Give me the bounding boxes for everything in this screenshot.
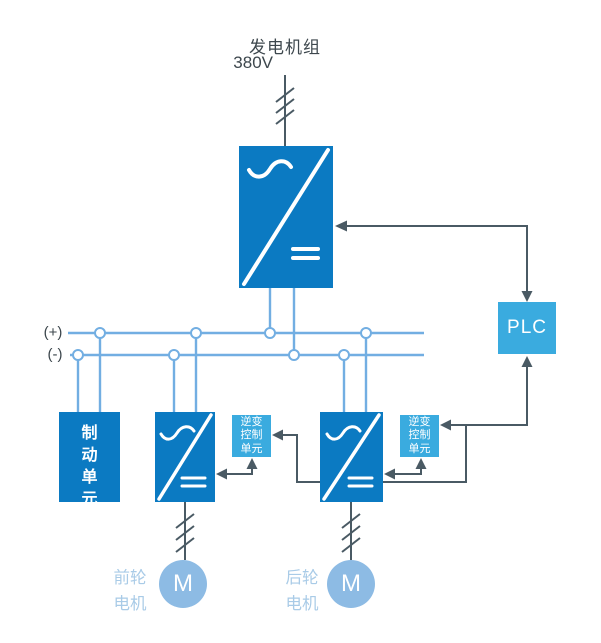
converter-diagonal <box>242 148 330 286</box>
generator-label: 发电机组 <box>249 38 321 57</box>
sine-wave-icon <box>159 425 196 441</box>
rectifier-block <box>239 146 333 288</box>
front-inverter-control-block: 逆变控制单元 <box>232 415 271 457</box>
rear-inverter-control-block: 逆变控制单元 <box>400 415 439 457</box>
three-phase-slash-icon <box>275 87 295 125</box>
generator-voltage-label: 380V <box>233 53 273 72</box>
front-motor-icon: M <box>159 560 207 608</box>
plc-front-control-link <box>272 425 467 483</box>
ac-dc-converter-icon <box>242 148 330 286</box>
arrowhead-into-rear-control <box>440 419 451 431</box>
three-phase-slash-icon <box>341 513 361 553</box>
bus-junction-dots <box>72 327 372 361</box>
brake-unit-label: 制动单元 <box>81 425 98 508</box>
rear-motor-label: 后轮电机 <box>285 569 319 613</box>
arrowhead-into-front-control-bottom <box>246 458 258 469</box>
dc-ac-inverter-icon <box>322 413 381 501</box>
brake-unit-block: 制动单元 <box>59 412 120 508</box>
arrowhead-into-rear-inverter <box>384 468 395 480</box>
sine-wave-icon <box>325 425 362 441</box>
dc-equals-icon <box>180 476 207 488</box>
front-inverter-block <box>155 412 215 502</box>
arrowhead-into-front-control <box>272 429 283 441</box>
plc-block: PLC <box>498 302 556 354</box>
rear-motor-symbol: M <box>341 570 361 597</box>
rear-motor-icon: M <box>327 560 375 608</box>
bus-negative-label: (-) <box>47 346 63 363</box>
dc-ac-inverter-icon <box>157 413 213 501</box>
rear-motor-feed-line <box>341 502 361 560</box>
rectifier-plc-link <box>335 220 533 302</box>
bus-positive-label: (+) <box>43 324 63 341</box>
front-motor-label: 前轮电机 <box>113 569 147 613</box>
generator-feed-line <box>275 75 295 146</box>
front-motor-feed-line <box>175 502 195 560</box>
dc-bus <box>68 288 424 412</box>
arrowhead-into-plc-top <box>521 291 533 302</box>
inverter-diagonal <box>322 413 381 501</box>
front-control-inverter-link <box>216 458 258 480</box>
sine-wave-icon <box>247 159 293 179</box>
front-motor-symbol: M <box>173 570 193 597</box>
arrowhead-into-plc-bottom <box>521 356 533 367</box>
rear-inverter-block <box>320 412 383 502</box>
inverter-diagonal <box>157 413 213 501</box>
dc-equals-icon <box>291 247 320 260</box>
rear-inverter-control-label: 逆变控制单元 <box>408 415 431 455</box>
rear-control-inverter-link <box>384 458 427 480</box>
front-inverter-control-label: 逆变控制单元 <box>240 415 263 455</box>
plc-label: PLC <box>507 317 547 338</box>
dc-equals-icon <box>347 476 374 488</box>
arrowhead-into-front-inverter <box>216 468 227 480</box>
arrowhead-into-rear-control-bottom <box>415 458 427 469</box>
arrowhead-into-rectifier <box>335 220 347 232</box>
plc-rear-control-link <box>440 356 533 431</box>
three-phase-slash-icon <box>175 513 195 553</box>
